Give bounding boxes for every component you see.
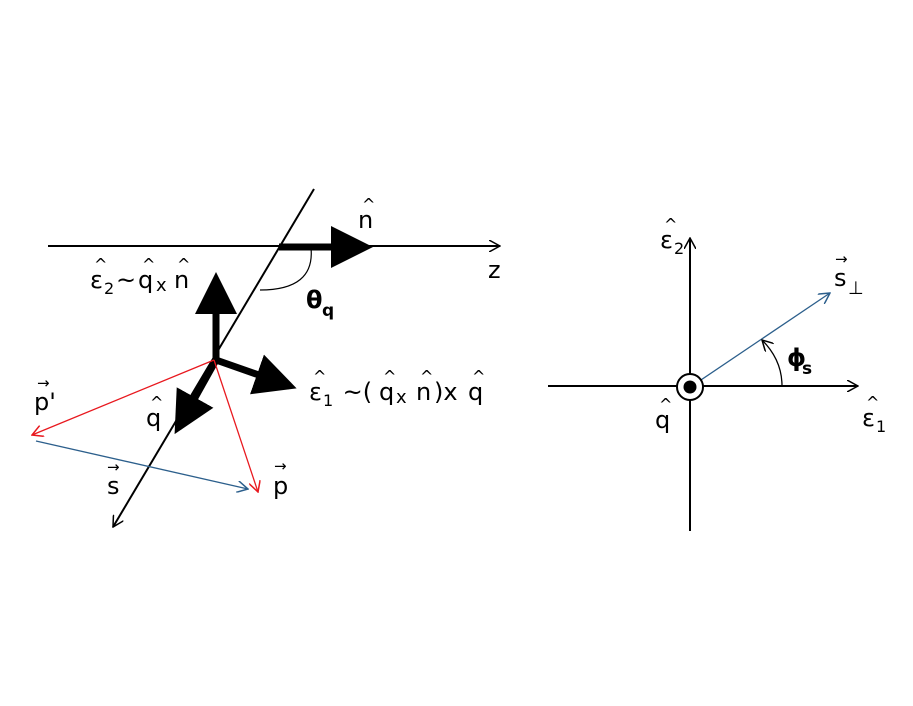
svg-text:2: 2 [104, 279, 114, 298]
eps1-vector [214, 354, 297, 395]
theta-arc [259, 247, 312, 291]
left-diagram: ^ n z ^ ε 2 ~ ^ q x ^ n θ q ^ ε 1 ~( ^ q… [32, 188, 501, 527]
svg-text:ε: ε [862, 404, 875, 432]
svg-text:q: q [468, 378, 483, 406]
svg-text:ε: ε [309, 378, 322, 406]
n-label: ^ n [358, 195, 375, 234]
svg-text:q: q [146, 404, 161, 432]
svg-text:n: n [174, 266, 189, 294]
svg-text:^: ^ [362, 195, 375, 214]
svg-text:x: x [396, 387, 412, 408]
svg-text:→: → [274, 457, 287, 475]
s-label: → s [107, 458, 120, 500]
p-label: → p [273, 457, 288, 500]
svg-text:⊥: ⊥ [848, 278, 864, 299]
q-out-of-plane-dot [683, 380, 697, 394]
svg-text:^: ^ [177, 255, 190, 274]
svg-text:ε: ε [660, 226, 673, 254]
q-vector [174, 358, 220, 435]
svg-text:)x: )x [434, 378, 458, 406]
eps1-label: ^ ε 1 ~( ^ q x ^ n )x ^ q [309, 367, 485, 410]
svg-text:p: p [273, 472, 288, 500]
svg-text:ε: ε [90, 266, 103, 294]
s-perp-label: → s ⊥ [834, 250, 864, 299]
svg-text:q: q [138, 266, 153, 294]
svg-text:x: x [156, 275, 167, 296]
svg-text:2: 2 [674, 239, 684, 258]
p-prime-vector [32, 359, 215, 435]
svg-text:~(: ~( [335, 378, 372, 406]
svg-text:^: ^ [142, 255, 155, 274]
svg-text:→: → [835, 250, 848, 268]
svg-text:~: ~ [116, 266, 136, 294]
svg-text:s: s [107, 472, 120, 500]
svg-text:^: ^ [420, 367, 433, 386]
eps2-axis-label: ^ ε 2 [660, 215, 684, 258]
svg-text:^: ^ [150, 393, 163, 412]
svg-text:s: s [802, 359, 812, 379]
q-axis-label: ^ q [655, 395, 672, 434]
svg-text:^: ^ [866, 393, 879, 412]
svg-text:^: ^ [94, 255, 107, 274]
right-diagram: ^ ε 2 → s ⊥ ϕ s ^ q ^ ε 1 [548, 215, 886, 531]
eps2-label: ^ ε 2 ~ ^ q x ^ n [90, 255, 190, 298]
q-label: ^ q [146, 393, 163, 432]
svg-text:θ: θ [306, 286, 323, 314]
svg-text:^: ^ [313, 367, 326, 386]
svg-text:s: s [834, 264, 847, 292]
svg-text:n: n [416, 378, 431, 406]
eps1-axis-label: ^ ε 1 [862, 393, 886, 436]
svg-text:q: q [322, 301, 334, 321]
svg-text:p': p' [34, 388, 56, 416]
svg-text:^: ^ [664, 215, 677, 234]
phi-arc [762, 340, 783, 387]
svg-text:→: → [37, 374, 50, 392]
p-prime-label: → p' [34, 374, 56, 416]
z-axis-label: z [488, 256, 501, 284]
svg-text:1: 1 [876, 417, 886, 436]
s-vector [35, 440, 248, 489]
p-vector [213, 359, 258, 492]
phi-s-label: ϕ s [787, 344, 812, 379]
svg-text:q: q [655, 406, 670, 434]
svg-text:→: → [107, 458, 120, 476]
svg-text:ϕ: ϕ [787, 344, 806, 372]
svg-text:1: 1 [323, 391, 333, 410]
svg-text:^: ^ [659, 395, 672, 414]
svg-text:q: q [379, 378, 394, 406]
theta-q-label: θ q [306, 286, 334, 321]
svg-text:^: ^ [383, 367, 396, 386]
svg-text:n: n [358, 206, 373, 234]
svg-text:^: ^ [472, 367, 485, 386]
